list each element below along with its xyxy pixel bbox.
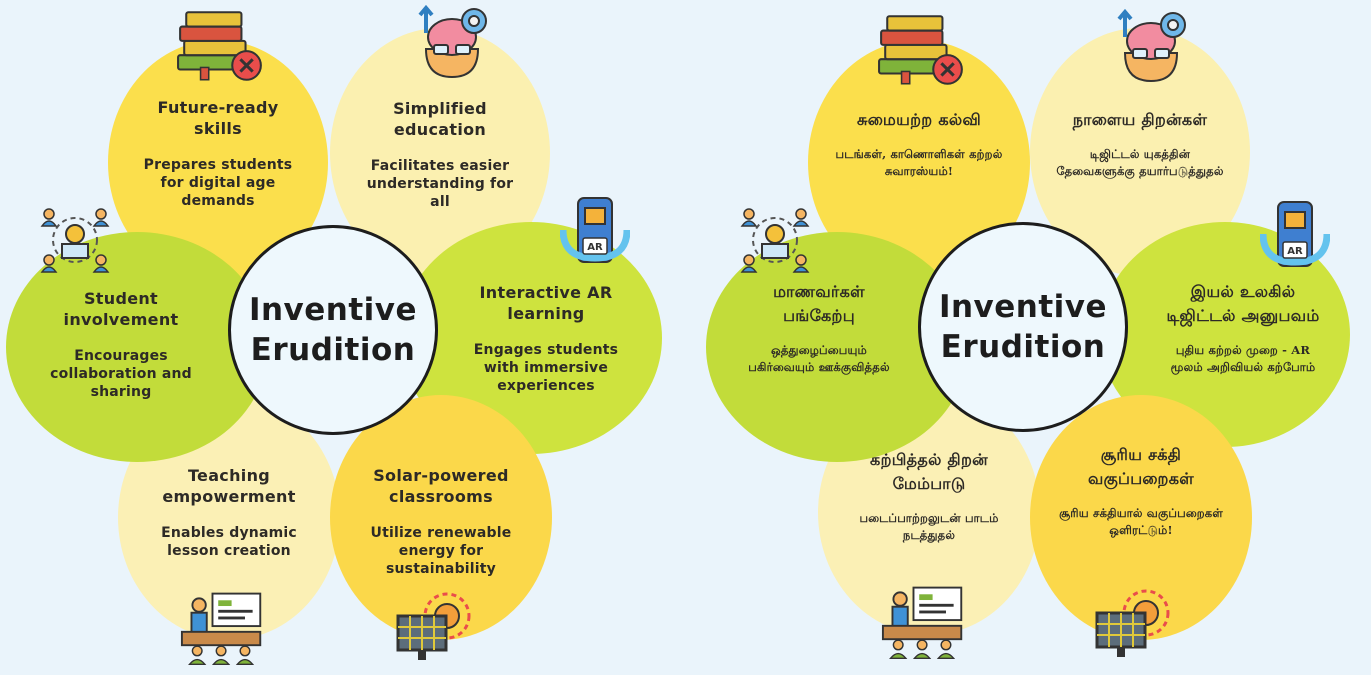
center-title-line2: Erudition <box>250 332 416 368</box>
petal-title: சுமையற்ற கல்வி <box>857 110 981 129</box>
center-title-line1: Inventive <box>248 292 418 328</box>
teacher-class-icon <box>881 582 967 662</box>
brain-gear-icon <box>412 4 492 78</box>
petal-title: Interactive AR learning <box>479 283 613 323</box>
center-title: Inventive Erudition <box>228 225 438 435</box>
petal-teaching-empowerment: Teaching empowerment Enables dynamic les… <box>118 395 340 640</box>
books-icon <box>876 12 968 88</box>
petal-description: Enables dynamic lesson creation <box>161 525 297 559</box>
petal-title: Solar-powered classrooms <box>373 466 509 506</box>
petal-description: Engages students with immersive experien… <box>473 342 619 394</box>
brain-gear-icon <box>1111 8 1191 82</box>
ar-phone-icon <box>560 196 630 272</box>
center-title-line1: Inventive <box>938 289 1108 325</box>
teacher-class-icon <box>180 588 266 668</box>
petal-description: டிஜிட்டல் யுகத்தின் தேவைகளுக்கு தயார்படு… <box>1056 147 1224 178</box>
petal-description: படங்கள், காணொளிகள் கற்றல் சுவாரஸ்யம்! <box>835 147 1003 178</box>
student-collaboration-icon <box>740 204 810 276</box>
petal-description: படைப்பாற்றலுடன் பாடம் நடத்துதல் <box>859 511 999 542</box>
solar-panel-icon <box>1091 585 1181 661</box>
center-title-line2: Erudition <box>940 329 1106 365</box>
petal-title: இயல் உலகில் டிஜிட்டல் அனுபவம் <box>1166 282 1320 325</box>
books-icon <box>175 8 267 84</box>
ar-phone-icon <box>1260 200 1330 276</box>
student-collaboration-icon <box>40 204 110 276</box>
petal-solar-powered-classrooms: Solar-powered classrooms Utilize renewab… <box>330 395 552 640</box>
petal-description: புதிய கற்றல் முறை - AR மூலம் அறிவியல் கற… <box>1170 343 1316 374</box>
petal-title: கற்பித்தல் திறன் மேம்பாடு <box>870 450 988 493</box>
diagram-tamil: நாளைய திறன்கள் டிஜிட்டல் யுகத்தின் தேவைக… <box>686 0 1371 675</box>
petal-title: Teaching empowerment <box>162 466 296 506</box>
petal-title: Simplified education <box>393 99 487 139</box>
diagram-english: Simplified education Facilitates easier … <box>0 0 685 675</box>
petal-solar-classrooms-ta: சூரிய சக்தி வகுப்பறைகள் சூரிய சக்தியால் … <box>1030 395 1252 640</box>
petal-title: நாளைய திறன்கள் <box>1072 110 1208 129</box>
petal-title: சூரிய சக்தி வகுப்பறைகள் <box>1087 445 1195 488</box>
petal-title: Future-ready skills <box>157 98 279 138</box>
petal-description: சூரிய சக்தியால் வகுப்பறைகள் ஒளிரட்டும்! <box>1059 506 1223 537</box>
center-title: Inventive Erudition <box>918 222 1128 432</box>
petal-description: Facilitates easier understanding for all <box>366 158 514 210</box>
petal-student-involvement: Student involvement Encourages collabora… <box>6 232 268 462</box>
petal-title: Student involvement <box>63 289 179 329</box>
petal-description: Prepares students for digital age demand… <box>143 157 293 209</box>
petal-description: Encourages collaboration and sharing <box>50 348 192 400</box>
petal-description: Utilize renewable energy for sustainabil… <box>370 525 512 577</box>
petal-description: ஒத்துழைப்பையும் பகிர்வையும் ஊக்குவித்தல் <box>748 343 890 374</box>
petal-title: மாணவர்கள் பங்கேற்பு <box>773 282 865 325</box>
solar-panel-icon <box>392 588 482 664</box>
